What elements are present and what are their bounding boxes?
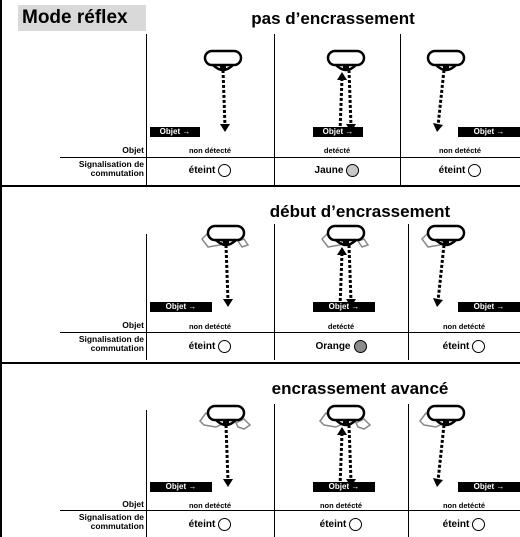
- row-label-object: Objet: [122, 499, 144, 509]
- divider: [408, 224, 409, 360]
- signal-cell: éteint: [274, 515, 408, 533]
- lamp-off-icon: [218, 517, 232, 531]
- divider: [274, 404, 275, 537]
- detection-state: non detécté: [438, 146, 482, 155]
- row-label-signal: Signalisation de commutation: [78, 512, 144, 531]
- mode-title: Mode réflex: [18, 5, 146, 31]
- lamp-off-icon: [218, 339, 232, 353]
- section-2-title: début d’encrassement: [269, 202, 451, 221]
- dirty-sensor-icon: [201, 224, 250, 307]
- detection-state: detécté: [323, 146, 351, 155]
- divider: [408, 404, 409, 537]
- row-divider: [60, 332, 520, 333]
- divider: [146, 410, 147, 537]
- detection-state: detécté: [327, 322, 355, 331]
- row-divider: [60, 157, 520, 158]
- divider: [400, 34, 401, 186]
- divider: [274, 34, 275, 186]
- heavily-dirty-sensor-icon: [419, 404, 466, 487]
- signal-cell: éteint: [400, 161, 520, 179]
- detection-state: non détecté: [188, 146, 232, 155]
- detection-state: non detécté: [188, 501, 232, 510]
- object-tag: Objet →: [313, 302, 375, 312]
- object-tag: Objet →: [458, 302, 520, 312]
- row-label-object: Objet: [122, 145, 144, 155]
- detection-state: non detécté: [442, 501, 486, 510]
- signal-text: éteint: [188, 518, 216, 530]
- signal-cell: Orange: [274, 337, 408, 355]
- object-tag: Objet →: [150, 127, 200, 137]
- signal-cell: éteint: [146, 515, 274, 533]
- section-1-title: pas d’encrassement: [251, 9, 415, 28]
- heavily-dirty-sensor-icon: [199, 404, 252, 487]
- signal-text: éteint: [188, 340, 216, 352]
- signal-text: Jaune: [314, 164, 344, 176]
- heavily-dirty-sensor-icon: [319, 404, 372, 488]
- lamp-off-icon: [349, 517, 363, 531]
- row-label-signal: Signalisation de commutation: [78, 334, 144, 353]
- object-tag: Objet →: [313, 127, 363, 137]
- object-tag: Objet →: [313, 482, 375, 492]
- signal-text: éteint: [188, 164, 216, 176]
- lamp-off-icon: [218, 163, 232, 177]
- row-label-signal: Signalisation de commutation: [78, 159, 144, 178]
- signal-text: Orange: [315, 340, 351, 352]
- section-3-title: encrassement avancé: [271, 379, 449, 398]
- lamp-yellow-icon: [346, 163, 360, 177]
- object-tag: Objet →: [458, 127, 520, 137]
- row-divider: [60, 510, 520, 511]
- detection-state: non detécté: [442, 322, 486, 331]
- divider: [274, 224, 275, 360]
- signal-cell: éteint: [146, 337, 274, 355]
- object-tag: Objet →: [150, 482, 212, 492]
- divider: [146, 34, 147, 186]
- dirty-sensor-icon: [321, 224, 370, 308]
- signal-text: éteint: [438, 164, 466, 176]
- signal-cell: éteint: [146, 161, 274, 179]
- sensor-icon: [203, 49, 243, 132]
- lamp-off-icon: [468, 163, 482, 177]
- detection-state: non detécté: [188, 322, 232, 331]
- signal-text: éteint: [442, 518, 470, 530]
- signal-text: éteint: [319, 518, 347, 530]
- sensor-icon: [326, 49, 366, 133]
- lamp-off-icon: [472, 517, 486, 531]
- signal-cell: éteint: [408, 337, 520, 355]
- lamp-off-icon: [472, 339, 486, 353]
- detection-state: non detécté: [319, 501, 363, 510]
- signal-cell: éteint: [408, 515, 520, 533]
- dirty-sensor-icon: [421, 224, 466, 307]
- left-rule: [0, 0, 2, 537]
- object-tag: Objet →: [150, 302, 212, 312]
- object-tag: Objet →: [458, 482, 520, 492]
- signal-text: éteint: [442, 340, 470, 352]
- sensor-icon: [426, 49, 466, 132]
- row-label-object: Objet: [122, 320, 144, 330]
- signal-cell: Jaune: [274, 161, 400, 179]
- section-separator: [2, 362, 520, 364]
- lamp-orange-icon: [353, 339, 367, 353]
- section-separator: [2, 185, 520, 187]
- divider: [146, 234, 147, 360]
